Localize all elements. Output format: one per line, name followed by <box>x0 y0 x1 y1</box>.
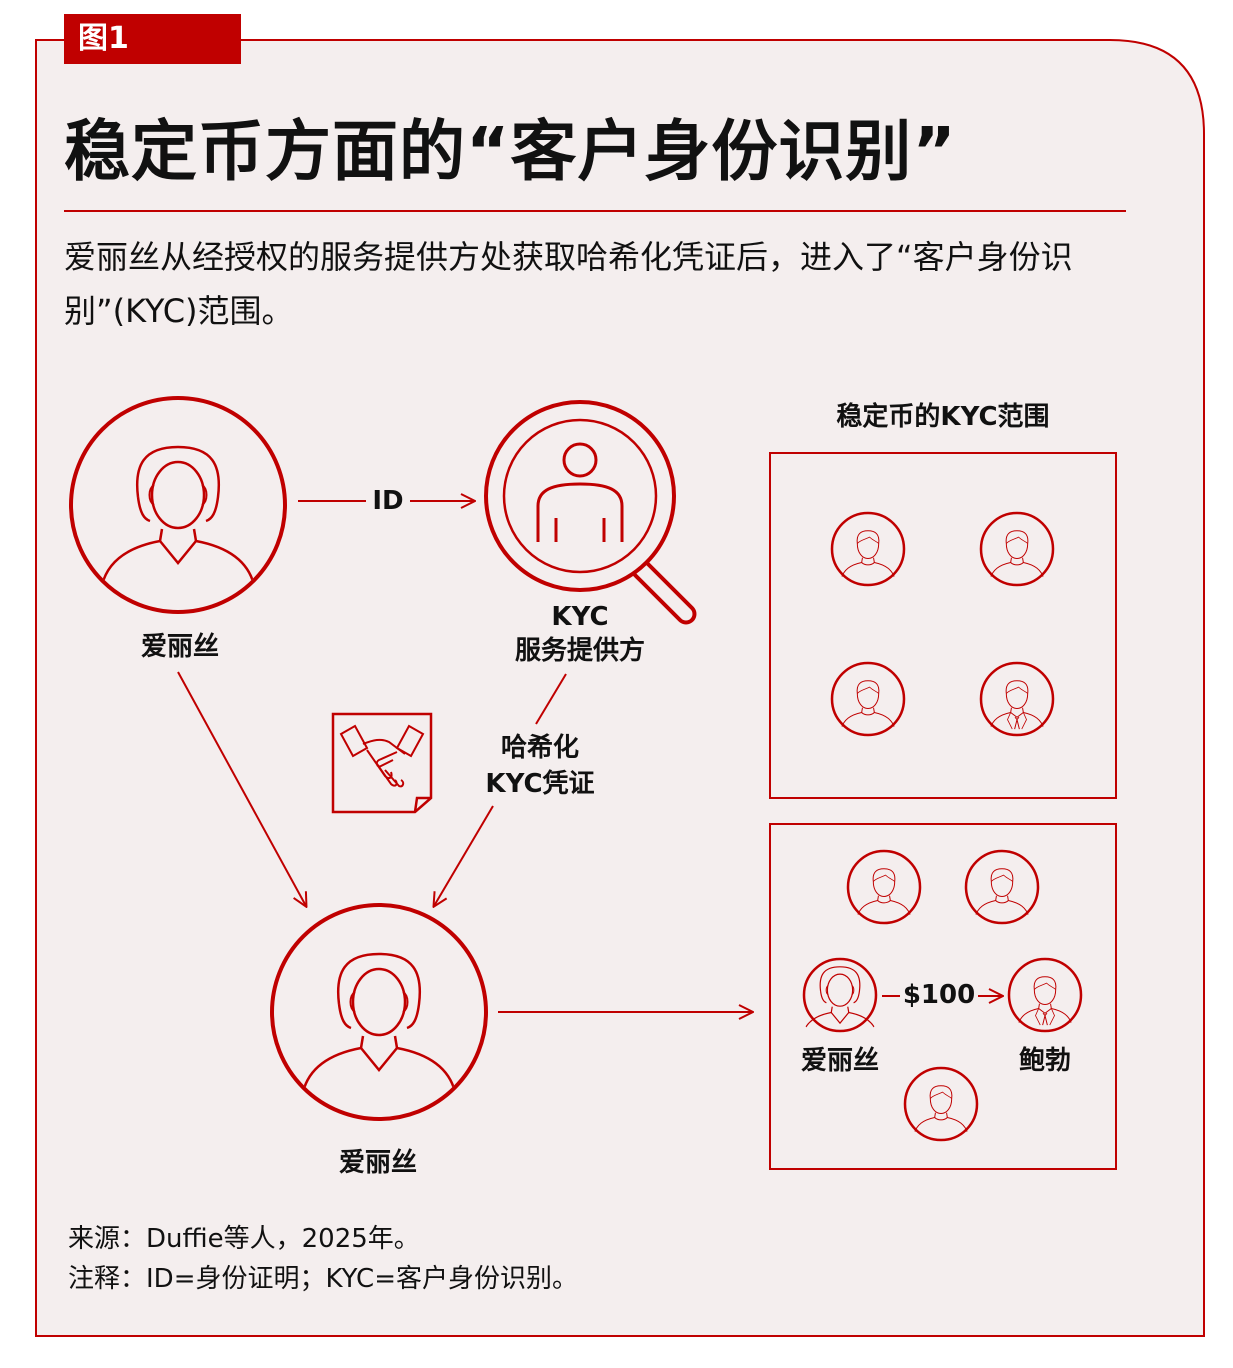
arrow-alice-down <box>177 671 306 906</box>
scope-member-3-avatar <box>830 661 906 737</box>
stablecoin-scope-label: 稳定币的KYC范围 <box>836 402 1050 432</box>
alice-bottom-label: 爱丽丝 <box>338 1148 417 1178</box>
tx-alice-avatar <box>802 957 878 1035</box>
credential-line <box>535 673 567 725</box>
handshake-contract-icon <box>331 712 433 814</box>
scope-member-4-avatar <box>979 661 1055 737</box>
figure-subtitle: 爱丽丝从经授权的服务提供方处获取哈希化凭证后，进入了“客户身份识别”(KYC)范… <box>64 238 1073 330</box>
tx-member-1-avatar <box>846 849 922 925</box>
receiver-label: 鲍勃 <box>1018 1046 1071 1076</box>
scope-member-2-avatar <box>979 511 1055 587</box>
alice-top-label: 爱丽丝 <box>140 632 219 662</box>
arrow-credential <box>434 805 494 906</box>
transfer-amount-label: $100 <box>900 980 978 1010</box>
source-note: 来源：Duffie等人，2025年。 <box>68 1224 420 1254</box>
abbreviation-note: 注释：ID=身份证明；KYC=客户身份识别。 <box>68 1264 578 1294</box>
id-arrow-label: ID <box>366 486 410 516</box>
magnifier-icon <box>484 400 697 625</box>
kyc-scope-box <box>769 452 1117 799</box>
figure-panel <box>35 39 1205 1337</box>
sender-label: 爱丽丝 <box>800 1046 879 1076</box>
scope-member-1-avatar <box>830 511 906 587</box>
figure-title: 稳定币方面的“客户身份识别” <box>64 113 957 190</box>
tx-bob-avatar <box>1007 957 1083 1033</box>
tx-member-3-avatar <box>903 1066 979 1142</box>
transaction-box <box>769 823 1117 1170</box>
alice-bottom-avatar <box>270 903 488 1121</box>
tx-member-2-avatar <box>964 849 1040 925</box>
figure-badge: 图1 <box>64 14 241 64</box>
alice-top-avatar <box>69 396 287 614</box>
kyc-provider-label: KYC 服务提供方 <box>514 602 645 666</box>
hashed-credential-label: 哈希化 KYC凭证 <box>485 733 595 799</box>
title-divider <box>64 210 1126 212</box>
